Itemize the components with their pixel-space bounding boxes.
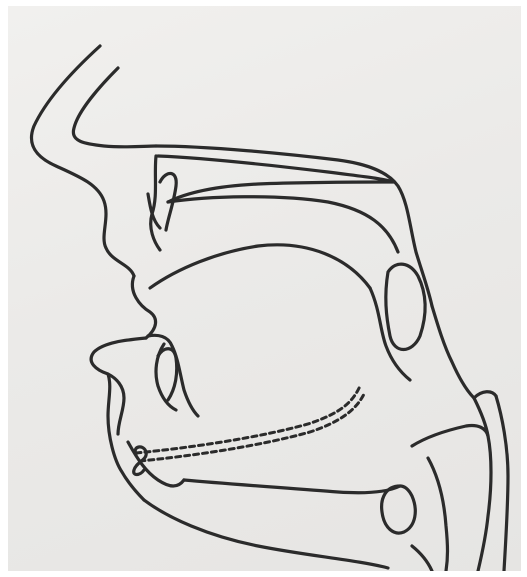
vocal-tract-diagram [8, 6, 521, 571]
esophagus [412, 546, 432, 571]
epiglottis [382, 486, 416, 533]
nose-inner-outline [73, 68, 156, 147]
velum [386, 264, 425, 349]
lower-incisor-inner [156, 344, 176, 410]
trachea-top [474, 392, 496, 398]
vocal-fold-curve [428, 458, 448, 571]
book-page-photo [8, 6, 521, 571]
upper-teeth [151, 156, 160, 250]
jaw-line [144, 500, 388, 568]
tongue-dashed-line-2 [140, 394, 364, 461]
oral-opening [150, 245, 370, 288]
nose-outline [31, 46, 134, 276]
jaw-bone [184, 480, 400, 493]
larynx-tube-left [474, 398, 491, 571]
pharynx-back-wall [432, 306, 474, 398]
larynx-tube-right [496, 396, 508, 571]
larynx-front [412, 425, 488, 446]
nasal-cavity-upper [156, 146, 432, 306]
